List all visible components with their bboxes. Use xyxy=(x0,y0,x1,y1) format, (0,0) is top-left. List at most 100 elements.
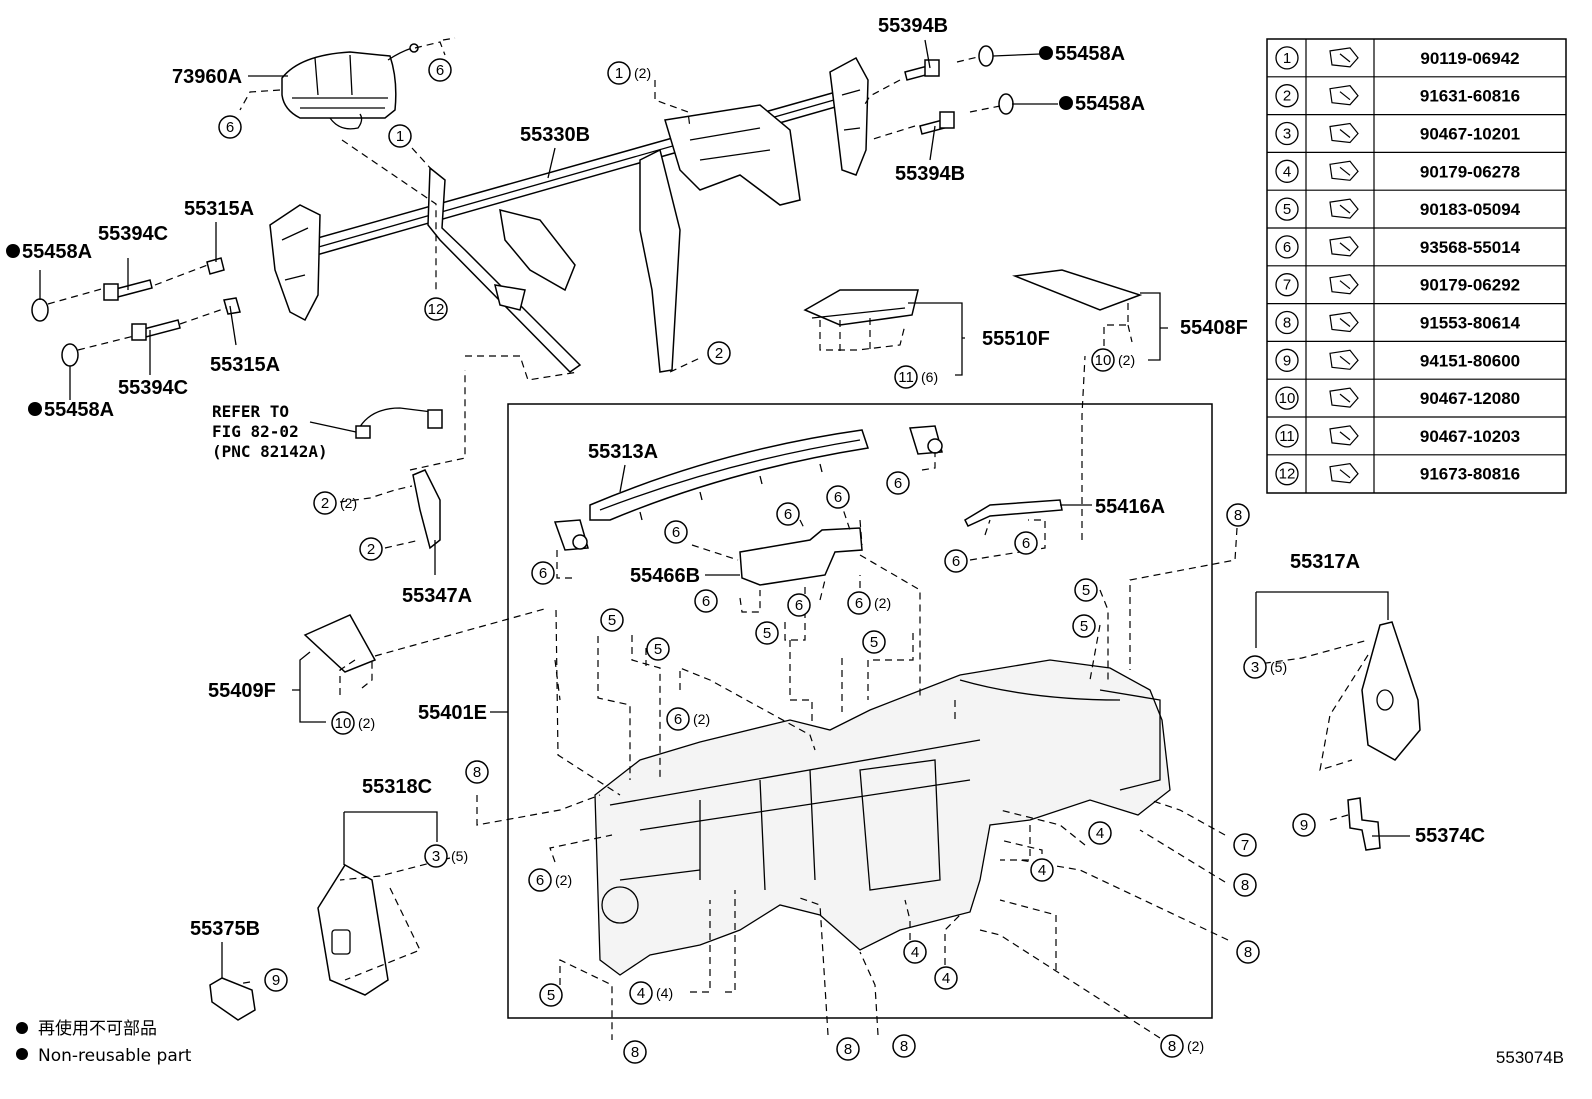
callout-number: 8 xyxy=(1244,944,1252,961)
callout-qty: (2) xyxy=(693,711,710,727)
fastener-part-number: 91673-80816 xyxy=(1420,465,1520,484)
callout-number: 5 xyxy=(763,625,771,642)
callout: 2 xyxy=(359,537,383,561)
callout: 2 (2) xyxy=(313,491,357,515)
callout: 6 xyxy=(776,502,800,526)
fastener-icon xyxy=(1329,236,1359,257)
fastener-icon xyxy=(1329,425,1359,446)
legend-text-jp: 再使用不可部品 xyxy=(38,1018,157,1039)
fastener-table-row: 7 90179-06292 xyxy=(1267,265,1566,297)
part-label-55394C: 55394C xyxy=(118,377,188,399)
fastener-part-number: 90179-06292 xyxy=(1420,276,1520,295)
fastener-part-number: 91631-60816 xyxy=(1420,87,1520,106)
callout-number: 10 xyxy=(335,715,352,732)
callout: 5 xyxy=(539,983,563,1007)
callout-number: 6 xyxy=(539,565,547,582)
callout: 8 xyxy=(465,760,489,784)
fastener-part-number: 90183-05094 xyxy=(1420,200,1521,219)
legend: 再使用不可部品 Non-reusable part xyxy=(16,1018,192,1066)
callout: 4 xyxy=(903,940,927,964)
callout-number: 5 xyxy=(608,612,616,629)
callout: 8 xyxy=(892,1034,916,1058)
part-label-55394B: 55394B xyxy=(878,15,948,37)
callout-qty: (2) xyxy=(634,65,651,81)
callout: 4 xyxy=(1030,858,1054,882)
panel-55408F-illustration xyxy=(1012,269,1143,311)
callout: 5 xyxy=(646,637,670,661)
instrument-panel-illustration xyxy=(594,659,1171,976)
callout: 5 xyxy=(755,621,779,645)
callout-number: 8 xyxy=(631,1044,639,1061)
callout-number: 5 xyxy=(547,987,555,1004)
clips-illustration xyxy=(553,425,943,551)
callout-number: 8 xyxy=(1234,507,1242,524)
callout: 10(2) xyxy=(331,711,375,735)
callout: 6 xyxy=(826,485,850,509)
callout: 5 xyxy=(1074,578,1098,602)
fastener-number: 11 xyxy=(1279,428,1295,445)
callout-number: 5 xyxy=(870,634,878,651)
callout: 8 xyxy=(1236,940,1260,964)
fastener-icon xyxy=(1329,198,1359,219)
fastener-number: 5 xyxy=(1283,201,1291,218)
callout: 3(5) xyxy=(424,844,468,868)
nonreusable-marker xyxy=(1059,96,1073,110)
callout-qty: (2) xyxy=(340,495,357,511)
callout: 2 xyxy=(707,341,731,365)
parts-illustration xyxy=(31,43,1421,1021)
callout-number: 6 xyxy=(834,489,842,506)
bracket-55416A-illustration xyxy=(964,499,1063,527)
fastener-table-row: 12 91673-80816 xyxy=(1267,454,1566,486)
callout-number: 1 xyxy=(615,65,623,82)
callout-number: 4 xyxy=(911,944,919,961)
callout-number: 3 xyxy=(432,848,440,865)
callout: 3(5) xyxy=(1243,655,1287,679)
nonreusable-marker xyxy=(1039,46,1053,60)
callout-number: 8 xyxy=(900,1038,908,1055)
callout-number: 5 xyxy=(1082,582,1090,599)
part-label-55318C: 55318C xyxy=(362,776,432,798)
callout-number: 6 xyxy=(436,62,444,79)
callout-number: 4 xyxy=(1096,825,1104,842)
part-label-55409F: 55409F xyxy=(208,680,276,702)
callout-number: 1 xyxy=(396,128,404,145)
callout-number: 5 xyxy=(1080,618,1088,635)
fastener-icon xyxy=(1329,122,1359,144)
callout: 8 xyxy=(1233,873,1257,897)
fastener-icon xyxy=(1329,311,1359,333)
fastener-part-number: 90119-06942 xyxy=(1420,49,1519,68)
diagram-code: 553074B xyxy=(1496,1048,1564,1067)
callout-number: 6 xyxy=(855,595,863,612)
callout-number: 2 xyxy=(321,495,329,512)
part-label-55466B: 55466B xyxy=(630,565,700,587)
legend-dot xyxy=(16,1048,28,1060)
fastener-part-number: 90467-10201 xyxy=(1420,125,1520,144)
callout: 5 xyxy=(862,630,886,654)
callout: 6 xyxy=(218,115,242,139)
fastener-part-number: 94151-80600 xyxy=(1420,351,1520,370)
callout: 7 xyxy=(1233,833,1257,857)
callout-number: 2 xyxy=(715,345,723,362)
callout: 8 xyxy=(623,1040,647,1064)
part-label-55458A: 55458A xyxy=(22,241,92,263)
callout: 6 xyxy=(428,58,452,82)
callout: 1 xyxy=(388,124,412,148)
callout-number: 8 xyxy=(844,1041,852,1058)
fastener-number: 12 xyxy=(1279,466,1296,483)
callout-number: 5 xyxy=(654,641,662,658)
callout: 12 xyxy=(424,297,448,321)
defroster-nozzle-illustration xyxy=(589,429,869,521)
callout: 1 (2) xyxy=(607,61,651,85)
callout-number: 3 xyxy=(1251,659,1259,676)
fastener-icon xyxy=(1329,387,1359,408)
fastener-part-number: 90467-12080 xyxy=(1420,389,1520,408)
fastener-number: 7 xyxy=(1283,277,1291,294)
reference-note-line-2: FIG 82-02 xyxy=(212,422,299,441)
callout: 5 xyxy=(1072,614,1096,638)
callout-qty: (2) xyxy=(555,872,572,888)
